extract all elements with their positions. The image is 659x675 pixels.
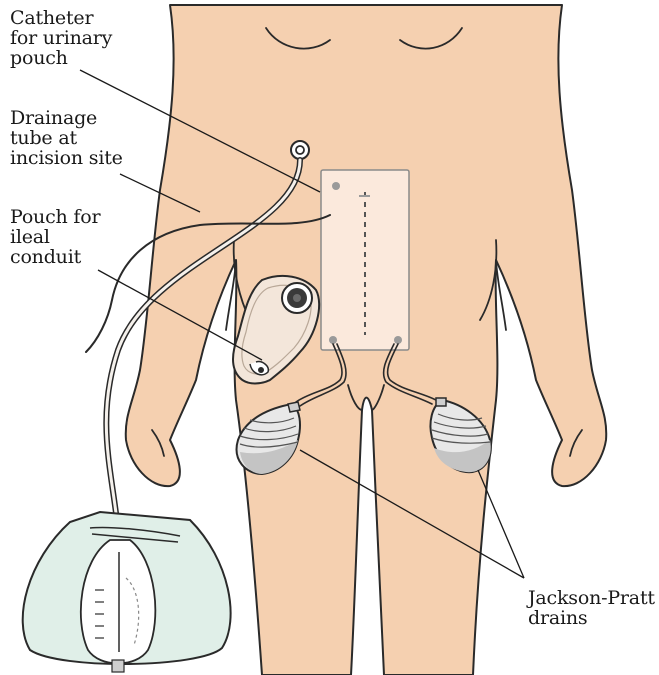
label-catheter-line-2: for urinary [10,28,112,48]
label-jackson-pratt: Jackson-Pratt drains [528,588,655,628]
label-jp-line-2: drains [528,608,655,628]
leader-jp-right [478,470,524,578]
urinary-drainage-bag [23,512,231,672]
label-ileal-pouch: Pouch for ileal conduit [10,207,100,267]
label-drainage-line-2: tube at [10,128,123,148]
incision-dressing [321,170,409,350]
label-drainage-line-1: Drainage [10,108,123,128]
label-ileal-line-2: ileal [10,227,100,247]
label-jp-line-1: Jackson-Pratt [528,588,655,608]
label-catheter-line-1: Catheter [10,8,112,28]
stoma-catheter-site [291,141,309,159]
label-catheter-line-3: pouch [10,48,112,68]
label-drainage-tube: Drainage tube at incision site [10,108,123,168]
label-catheter: Catheter for urinary pouch [10,8,112,68]
label-drainage-line-3: incision site [10,148,123,168]
label-ileal-line-3: conduit [10,247,100,267]
label-ileal-line-1: Pouch for [10,207,100,227]
